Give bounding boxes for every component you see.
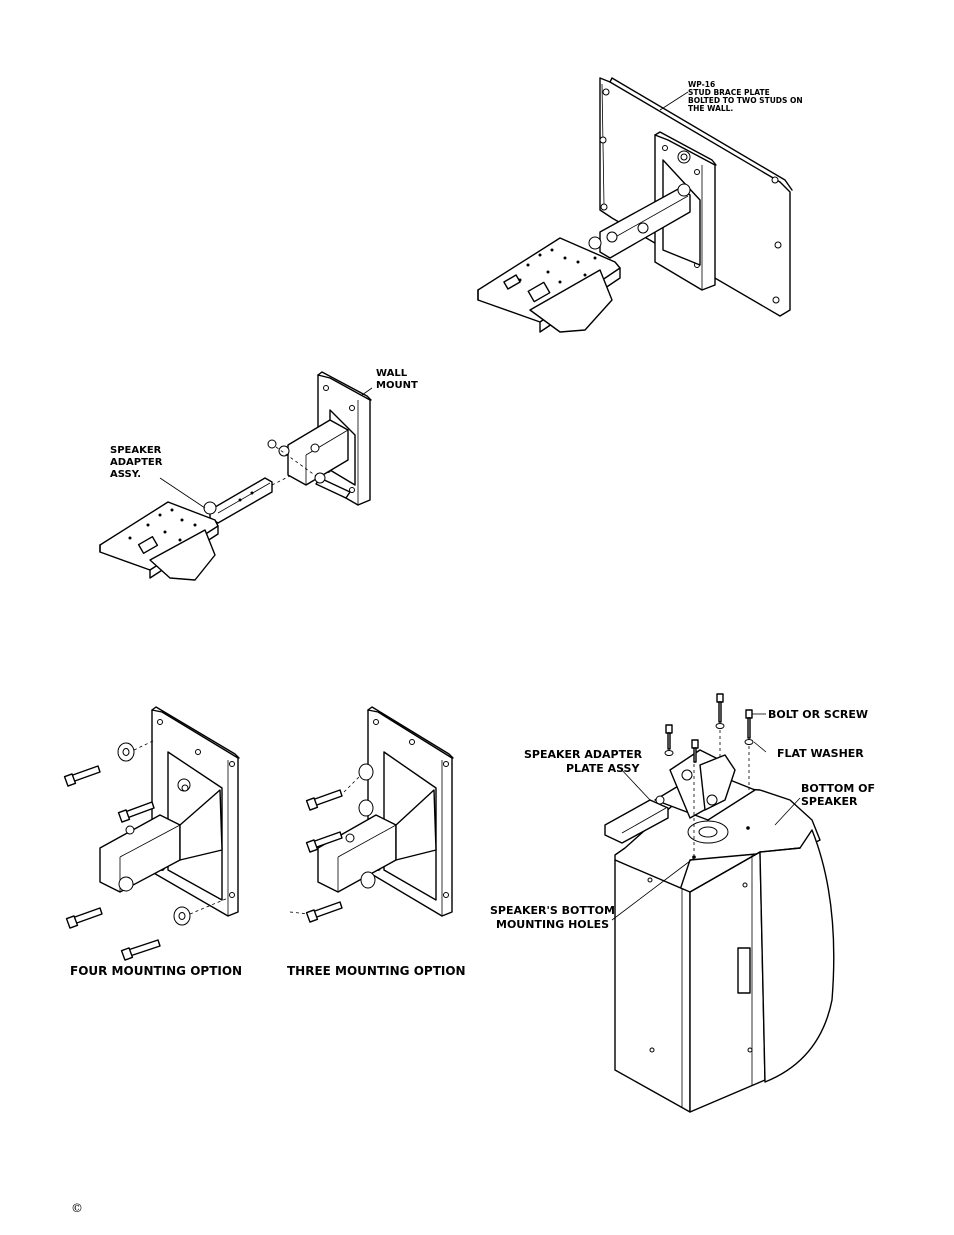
four-mounting-label: FOUR MOUNTING OPTION xyxy=(70,964,242,978)
adapter-plate-label-line1: SPEAKER ADAPTER xyxy=(524,748,643,761)
speaker-adapter-label-line3: ASSY. xyxy=(110,469,141,480)
speaker-handle xyxy=(737,947,751,994)
bottom-holes-label-line2: MOUNTING HOLES xyxy=(496,918,609,931)
wp16-label-line4: THE WALL. xyxy=(688,104,733,113)
three-mounting-option-figure: THREE MOUNTING OPTION xyxy=(287,706,466,978)
bottom-speaker-label-line2: SPEAKER xyxy=(801,795,858,808)
three-mounting-label: THREE MOUNTING OPTION xyxy=(287,964,466,978)
speaker-adapter-label-line2: ADAPTER xyxy=(110,457,163,468)
speaker-adapter-label-line1: SPEAKER xyxy=(110,445,162,456)
bolts-four xyxy=(63,765,161,961)
washer xyxy=(278,445,290,457)
stud-brace-plate-figure: WP-16 STUD BRACE PLATE BOLTED TO TWO STU… xyxy=(477,77,803,333)
bolts-three xyxy=(305,789,343,923)
wp16-label-line2: STUD BRACE PLATE xyxy=(688,88,770,97)
wall-mount-label-line2: MOUNT xyxy=(376,380,418,391)
speaker-front-face xyxy=(689,851,766,1113)
bottom-speaker-label-line1: BOTTOM OF xyxy=(801,782,875,795)
speaker-bottom-mount-figure: BOLT OR SCREW FLAT WASHER SPEAKER ADAPTE… xyxy=(490,693,875,1113)
mount-bolts xyxy=(665,693,753,763)
wp16-label-line3: BOLTED TO TWO STUDS ON xyxy=(688,96,803,105)
four-mounting-option-figure: FOUR MOUNTING OPTION xyxy=(63,706,242,978)
wall-mount-tube xyxy=(287,419,349,486)
three-washer-1 xyxy=(358,763,374,781)
bolt-or-screw-label: BOLT OR SCREW xyxy=(768,708,868,721)
speaker-side-face xyxy=(759,829,835,1083)
copyright-symbol: © xyxy=(71,1201,83,1215)
adapter-plate-label-line2: PLATE ASSY xyxy=(566,762,640,775)
bottom-holes-label-line1: SPEAKER'S BOTTOM xyxy=(490,904,615,917)
flat-washers xyxy=(664,723,754,756)
wall-mount-label-line1: WALL xyxy=(376,368,408,379)
exploded-wall-mount-figure: WALL MOUNT SPEAKER ADAPTER ASSY. xyxy=(99,368,418,581)
wp16-label-line1: WP-16 xyxy=(688,80,715,89)
speaker-left-face xyxy=(614,859,691,1113)
flat-washer-label: FLAT WASHER xyxy=(777,747,864,760)
three-washer-2 xyxy=(358,799,374,817)
three-washer-3 xyxy=(360,871,376,889)
nut xyxy=(267,439,277,449)
